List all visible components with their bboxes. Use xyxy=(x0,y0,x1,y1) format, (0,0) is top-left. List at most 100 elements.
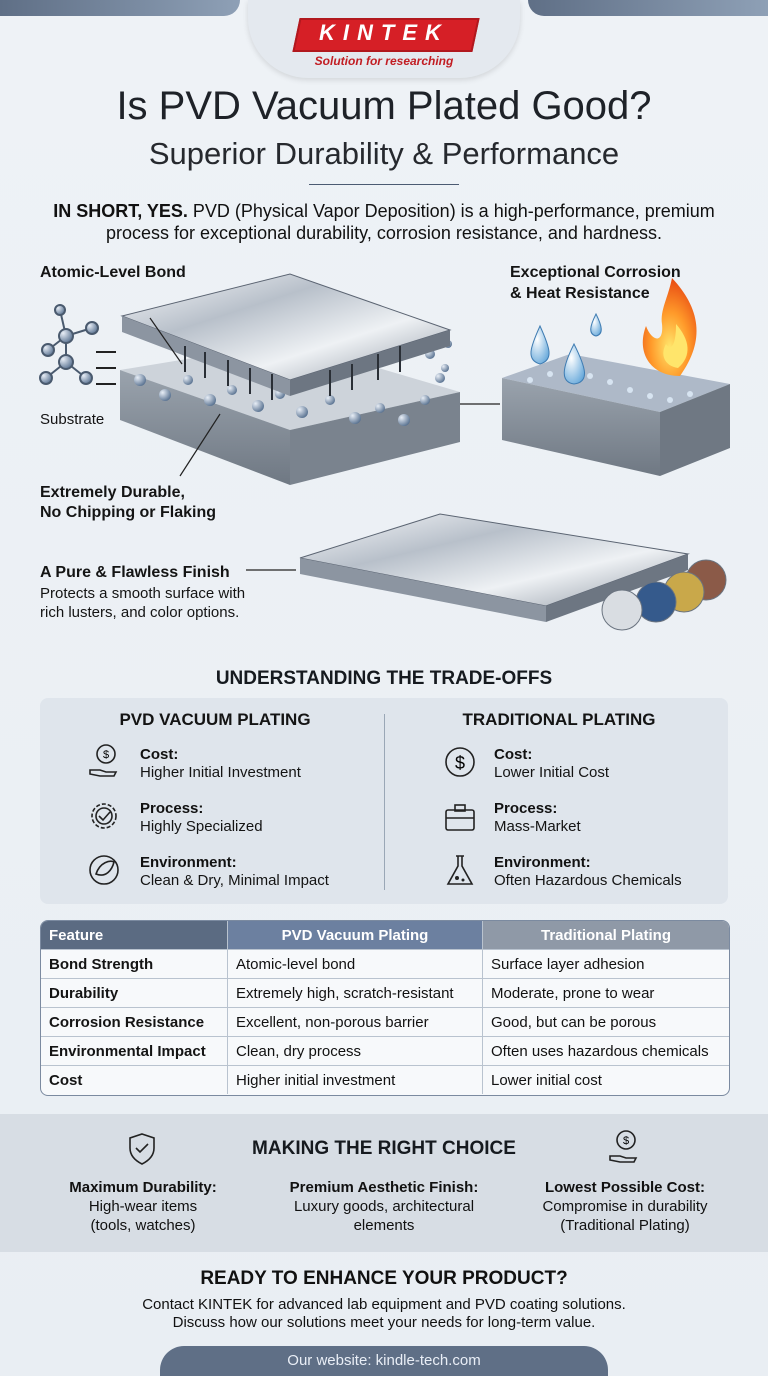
choice-col-durability: Maximum Durability: High-wear items (too… xyxy=(48,1178,238,1235)
page-subtitle: Superior Durability & Performance xyxy=(148,136,620,171)
table-cell-traditional: Lower initial cost xyxy=(491,1071,602,1089)
svg-text:$: $ xyxy=(103,749,109,761)
label-finish-text-1: Protects a smooth surface with xyxy=(40,585,246,602)
right-item-2-text: Mass-Market xyxy=(494,818,581,835)
label-corrosion-1: Exceptional Corrosion xyxy=(510,264,681,281)
choice-band xyxy=(0,1114,768,1252)
tradeoffs-title: UNDERSTANDING THE TRADE-OFFS xyxy=(215,668,553,689)
table-cell-pvd: Excellent, non-porous barrier xyxy=(227,1007,483,1037)
label-finish-text-2: rich lusters, and color options. xyxy=(40,604,240,621)
cta-line-1: Contact KINTEK for advanced lab equipmen… xyxy=(142,1296,626,1313)
table-row: Bond Strength Atomic-level bond Surface … xyxy=(41,949,729,979)
intro-text: IN SHORT, YES. PVD (Physical Vapor Depos… xyxy=(48,200,720,244)
right-item-2-title: Process: xyxy=(494,800,558,817)
label-substrate: Substrate xyxy=(40,411,105,428)
choice-col-aesthetic: Premium Aesthetic Finish: Luxury goods, … xyxy=(270,1178,498,1235)
dollar-circle-icon: $ xyxy=(440,742,480,782)
table-cell-feature: Environmental Impact xyxy=(41,1036,228,1066)
label-corrosion-2: & Heat Resistance xyxy=(510,285,650,302)
eco-leaf-icon xyxy=(84,850,124,890)
svg-text:$: $ xyxy=(455,753,465,773)
color-swatches xyxy=(601,559,727,631)
choice-durability-title: Maximum Durability: xyxy=(69,1179,217,1196)
money-hand-icon: $ xyxy=(604,1128,644,1168)
briefcase-icon xyxy=(440,796,480,836)
tradeoffs-left-heading: PVD VACUUM PLATING xyxy=(119,710,311,729)
table-cell-pvd: Atomic-level bond xyxy=(227,949,483,979)
label-atomic-bond: Atomic-Level Bond xyxy=(40,264,186,281)
input-arrows xyxy=(96,351,116,385)
finish-plate xyxy=(299,513,690,622)
choice-aesthetic-line-1: Luxury goods, architectural xyxy=(293,1198,475,1215)
right-item-1-title: Cost: xyxy=(494,746,533,763)
table-row: Corrosion Resistance Excellent, non-poro… xyxy=(41,1007,729,1037)
top-bar-left xyxy=(0,0,240,16)
label-durable-1: Extremely Durable, xyxy=(40,484,185,501)
choice-aesthetic-line-2: elements xyxy=(353,1217,415,1234)
right-item-1-text: Lower Initial Cost xyxy=(494,764,610,781)
table-cell-traditional: Often uses hazardous chemicals xyxy=(482,1036,729,1066)
flask-icon xyxy=(440,850,480,890)
money-hand-icon: $ xyxy=(84,742,124,782)
tradeoffs-divider xyxy=(384,714,385,890)
right-item-3-text: Often Hazardous Chemicals xyxy=(494,872,682,889)
cta-line-2: Discuss how our solutions meet your need… xyxy=(172,1314,596,1331)
brand-name: KINTEK xyxy=(319,20,449,45)
choice-cost-line-1: Compromise in durability xyxy=(542,1198,708,1215)
left-item-2-text: Highly Specialized xyxy=(140,818,263,835)
table-row: Cost Higher initial investment Lower ini… xyxy=(41,1065,729,1094)
top-bar-right xyxy=(528,0,768,16)
vapor-particles xyxy=(134,340,452,426)
comparison-table: Feature PVD Vacuum Plating Traditional P… xyxy=(40,920,730,1096)
pvd-illustration xyxy=(39,273,730,631)
molecule-icon xyxy=(39,304,99,385)
table-cell-feature: Durability xyxy=(41,978,228,1008)
website-link[interactable]: Our website: kindle-tech.com xyxy=(287,1352,481,1369)
table-cell-pvd: Clean, dry process xyxy=(227,1036,483,1066)
svg-text:$: $ xyxy=(623,1135,629,1147)
flame-icon xyxy=(642,278,697,376)
choice-cost-title: Lowest Possible Cost: xyxy=(544,1179,706,1196)
water-drop-icon xyxy=(530,312,602,385)
choice-title: MAKING THE RIGHT CHOICE xyxy=(252,1138,516,1159)
table-row: Durability Extremely high, scratch-resis… xyxy=(41,978,729,1008)
table-cell-feature: Cost xyxy=(41,1065,228,1094)
intro-body: PVD (Physical Vapor Deposition) is a hig… xyxy=(106,201,715,243)
intro-lead: IN SHORT, YES. xyxy=(53,201,188,221)
table-cell-pvd: Extremely high, scratch-resistant xyxy=(227,978,483,1008)
tradeoffs-right-heading: TRADITIONAL PLATING xyxy=(462,710,656,729)
left-item-1-title: Cost: xyxy=(140,746,179,763)
corrosion-block xyxy=(502,354,730,476)
table-header-feature: Feature xyxy=(41,921,228,950)
table-header-traditional: Traditional Plating xyxy=(482,921,729,950)
label-durable-2: No Chipping or Flaking xyxy=(40,504,216,521)
brand-tagline: Solution for researching xyxy=(314,54,454,68)
choice-cost-line-2: (Traditional Plating) xyxy=(560,1217,690,1234)
gear-check-icon xyxy=(84,796,124,836)
shield-check-icon xyxy=(122,1128,162,1168)
label-finish-title: A Pure & Flawless Finish xyxy=(40,564,230,581)
table-header-pvd: PVD Vacuum Plating xyxy=(227,921,483,950)
left-item-2-title: Process: xyxy=(140,800,204,817)
choice-durability-line-1: High-wear items xyxy=(88,1198,198,1215)
table-cell-pvd: Higher initial investment xyxy=(227,1065,483,1094)
deposition-arrows xyxy=(184,346,401,400)
table-header-row: Feature PVD Vacuum Plating Traditional P… xyxy=(41,921,729,950)
left-item-3-title: Environment: xyxy=(140,854,237,871)
page-title: Is PVD Vacuum Plated Good? xyxy=(116,84,652,128)
table-cell-feature: Corrosion Resistance xyxy=(41,1007,228,1037)
table-row: Environmental Impact Clean, dry process … xyxy=(41,1036,729,1066)
title-divider xyxy=(309,184,459,185)
left-item-3-text: Clean & Dry, Minimal Impact xyxy=(140,872,329,889)
choice-aesthetic-title: Premium Aesthetic Finish: xyxy=(289,1179,479,1196)
left-item-1-text: Higher Initial Investment xyxy=(140,764,301,781)
table-cell-traditional: Moderate, prone to wear xyxy=(482,978,729,1008)
choice-col-cost: Lowest Possible Cost: Compromise in dura… xyxy=(522,1178,728,1235)
table-cell-feature: Bond Strength xyxy=(41,949,228,979)
footer-bar xyxy=(160,1346,608,1376)
cta-title: READY TO ENHANCE YOUR PRODUCT? xyxy=(200,1268,568,1289)
right-item-3-title: Environment: xyxy=(494,854,591,871)
table-cell-traditional: Good, but can be porous xyxy=(482,1007,729,1037)
choice-durability-line-2: (tools, watches) xyxy=(90,1217,196,1234)
table-cell-traditional: Surface layer adhesion xyxy=(482,949,729,979)
